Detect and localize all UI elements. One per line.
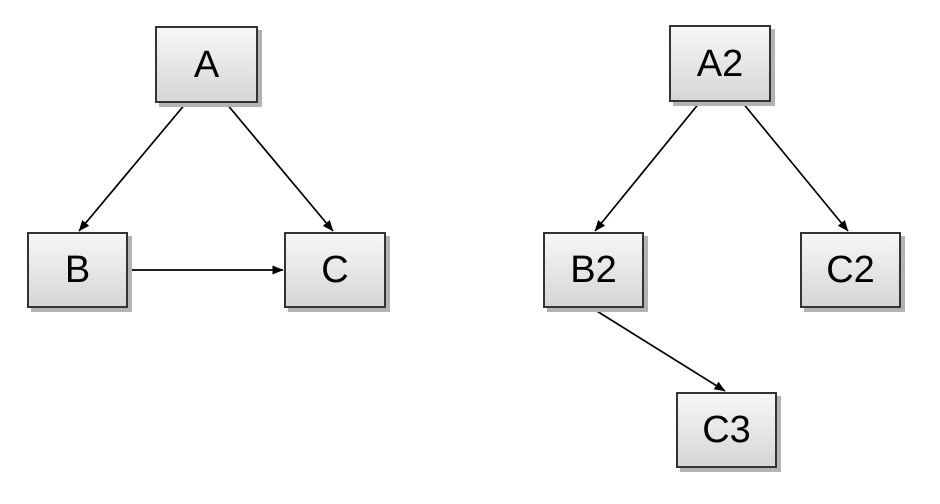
edge-B2-to-C3[interactable] bbox=[591, 307, 726, 392]
edges-group bbox=[78, 101, 849, 392]
node-label: C3 bbox=[702, 409, 751, 451]
edge-A2-to-C2[interactable] bbox=[741, 101, 849, 232]
node-label: B bbox=[64, 249, 91, 291]
node-C3[interactable]: C3 bbox=[676, 392, 777, 468]
node-A[interactable]: A bbox=[155, 26, 258, 103]
node-label: A2 bbox=[696, 42, 744, 85]
edge-A2-to-B2[interactable] bbox=[594, 101, 701, 232]
node-C[interactable]: C bbox=[284, 232, 386, 308]
node-label: C2 bbox=[826, 249, 875, 291]
edge-A-to-C[interactable] bbox=[225, 102, 334, 232]
node-A2[interactable]: A2 bbox=[669, 25, 771, 102]
node-C2[interactable]: C2 bbox=[800, 232, 901, 308]
node-label: B2 bbox=[570, 249, 617, 291]
edge-A-to-B[interactable] bbox=[78, 102, 187, 232]
node-B[interactable]: B bbox=[27, 232, 128, 308]
node-label: A bbox=[193, 43, 220, 86]
node-label: C bbox=[321, 249, 349, 291]
node-B2[interactable]: B2 bbox=[543, 232, 644, 308]
